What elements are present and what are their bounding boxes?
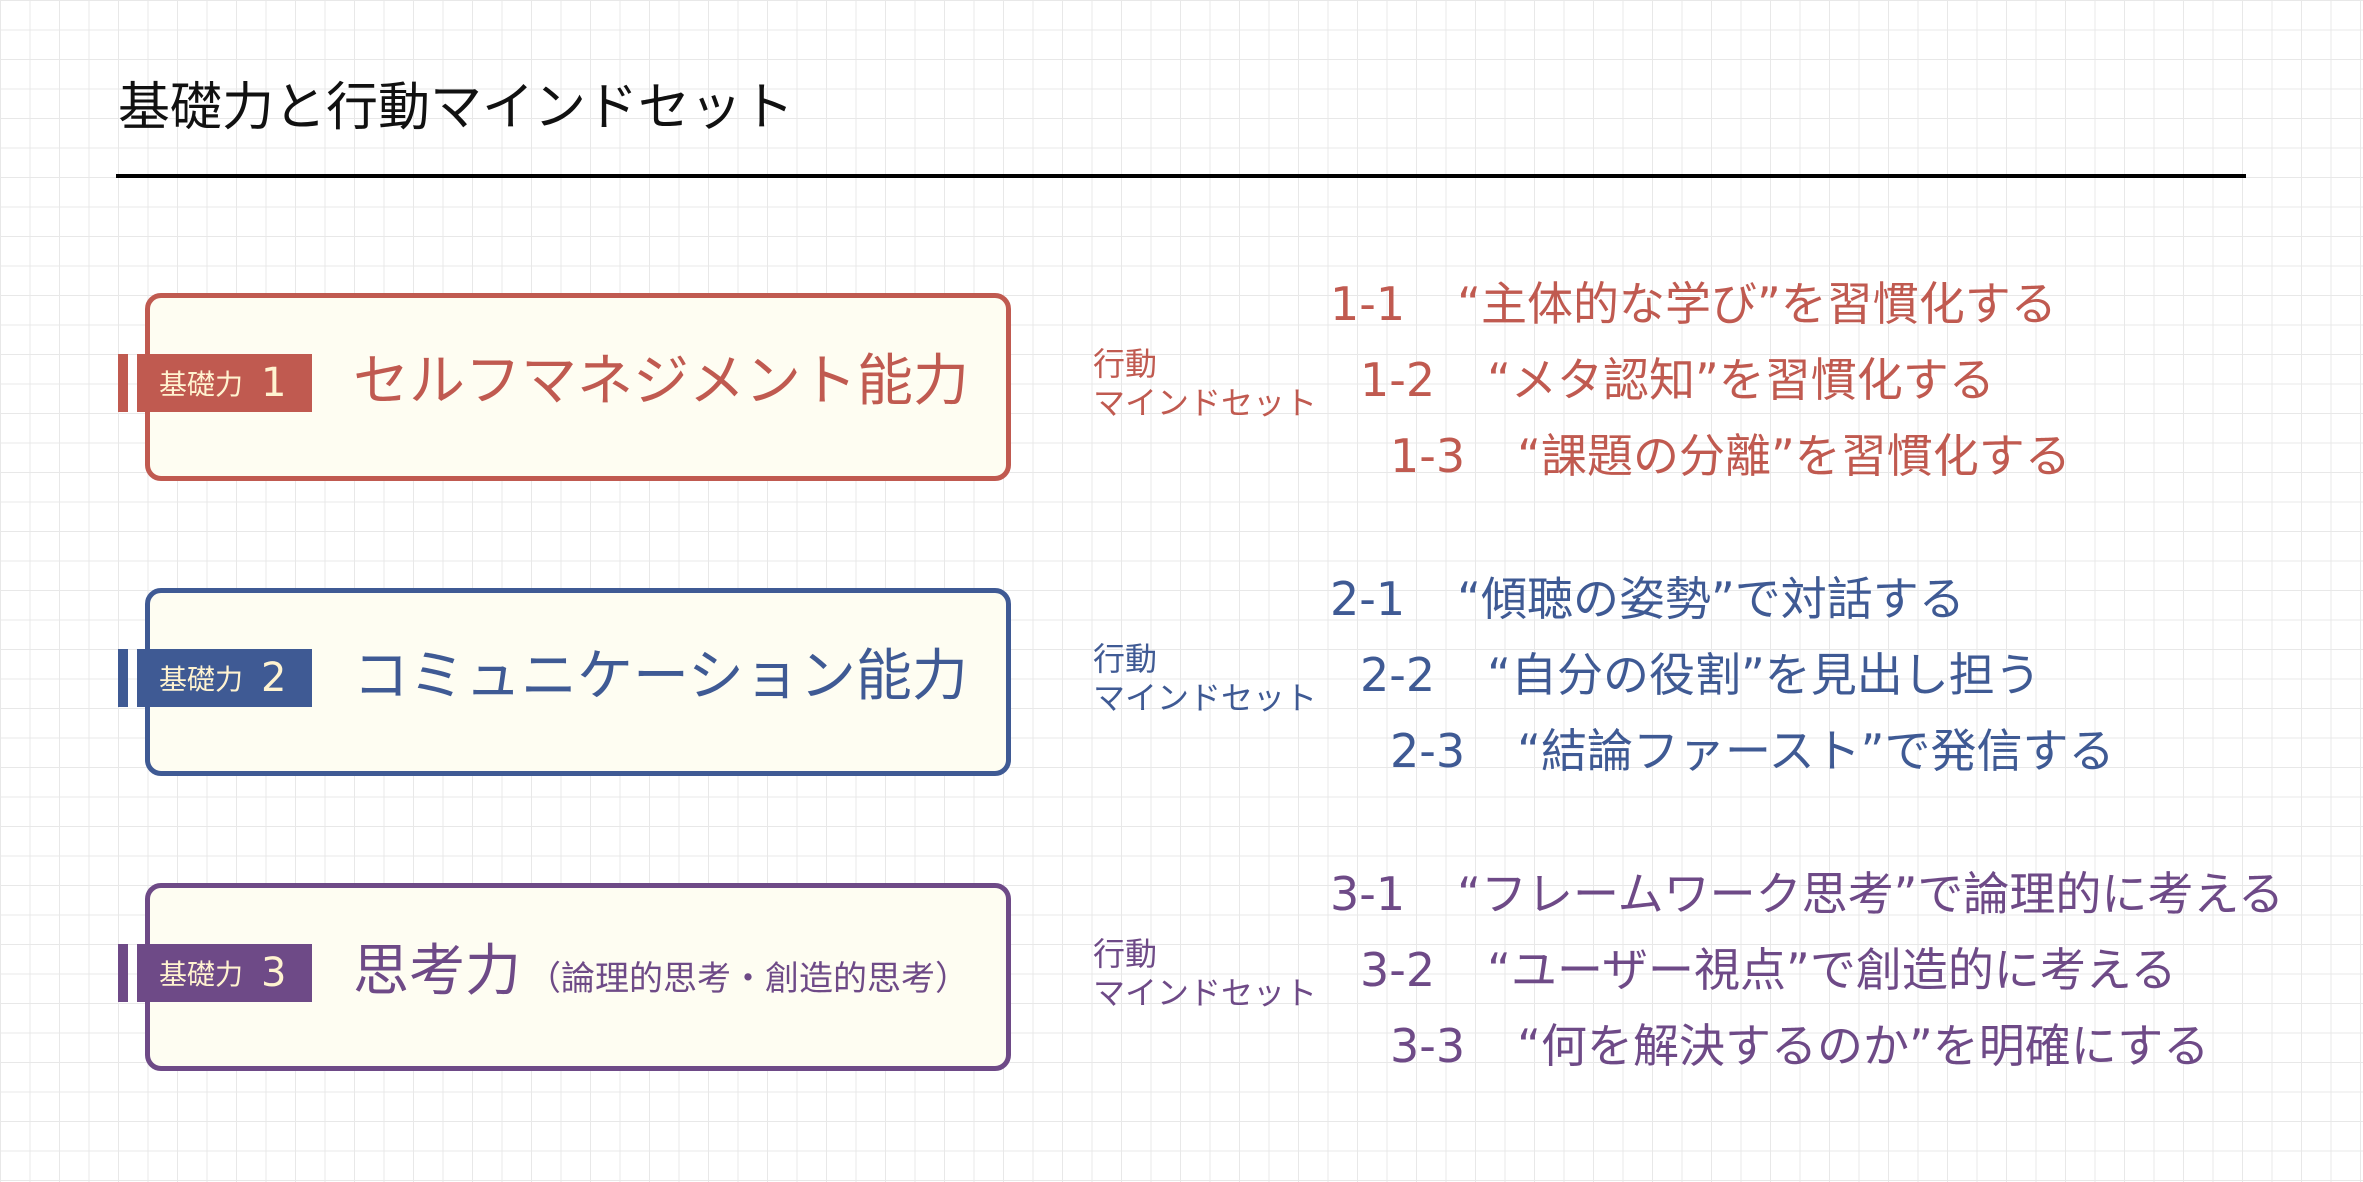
page-title: 基礎力と行動マインドセット: [118, 78, 795, 138]
mindset-text: “傾聴の姿勢”で対話する: [1457, 572, 1965, 626]
ability-badge-3: 基礎力 3: [137, 944, 312, 1002]
mindset-text: “メタ認知”を習慣化する: [1487, 353, 1995, 407]
badge-accent-bar-1: [118, 354, 128, 412]
mindset-label-line1: 行動: [1093, 345, 1158, 383]
mindset-number: 3-2: [1360, 943, 1436, 997]
ability-title-sub: （論理的思考・創造的思考）: [527, 959, 969, 999]
mindset-label-line2: マインドセット: [1093, 384, 1318, 423]
mindset-number: 1-3: [1390, 429, 1466, 483]
badge-label: 基礎力: [159, 663, 244, 696]
ability-title-2: コミュニケーション能力: [353, 646, 974, 708]
mindset-number: 1-2: [1360, 353, 1436, 407]
mindset-number: 1-1: [1330, 277, 1406, 331]
mindset-text: “ユーザー視点”で創造的に考える: [1487, 943, 2177, 997]
mindset-item-2-3: 2-3“結論ファースト”で発信する: [1390, 728, 2115, 774]
mindset-item-1-1: 1-1“主体的な学び”を習慣化する: [1330, 281, 2057, 327]
mindset-text: “課題の分離”を習慣化する: [1517, 429, 2071, 483]
mindset-item-2-2: 2-2“自分の役割”を見出し担う: [1360, 652, 2041, 698]
mindset-text: “主体的な学び”を習慣化する: [1457, 277, 2057, 331]
mindset-text: “結論ファースト”で発信する: [1517, 724, 2115, 778]
ability-title-text: 思考力: [353, 939, 521, 1004]
ability-badge-1: 基礎力 1: [137, 354, 312, 412]
ability-title-text: コミュニケーション能力: [353, 644, 968, 709]
mindset-number: 3-1: [1330, 867, 1406, 921]
mindset-number: 2-2: [1360, 648, 1436, 702]
mindset-item-3-3: 3-3“何を解決するのか”を明確にする: [1390, 1023, 2209, 1069]
ability-section-2: 基礎力 2 コミュニケーション能力 行動 マインドセット 2-1“傾聴の姿勢”で…: [0, 576, 2363, 778]
ability-section-1: 基礎力 1 セルフマネジメント能力 行動 マインドセット 1-1“主体的な学び”…: [0, 281, 2363, 483]
ability-title-3: 思考力（論理的思考・創造的思考）: [353, 941, 969, 1003]
mindset-number: 3-3: [1390, 1019, 1466, 1073]
mindset-label-line1: 行動: [1093, 640, 1158, 678]
ability-badge-2: 基礎力 2: [137, 649, 312, 707]
mindset-item-3-2: 3-2“ユーザー視点”で創造的に考える: [1360, 947, 2177, 993]
badge-accent-bar-2: [118, 649, 128, 707]
mindset-label-line2: マインドセット: [1093, 974, 1318, 1013]
mindset-label-1: 行動 マインドセット: [1093, 345, 1317, 423]
badge-number: 2: [261, 655, 287, 701]
mindset-label-line1: 行動: [1093, 935, 1158, 973]
badge-accent-bar-3: [118, 944, 128, 1002]
mindset-item-1-3: 1-3“課題の分離”を習慣化する: [1390, 433, 2071, 479]
mindset-item-2-1: 2-1“傾聴の姿勢”で対話する: [1330, 576, 1965, 622]
title-divider: [116, 174, 2246, 178]
badge-number: 3: [261, 950, 287, 996]
badge-number: 1: [261, 360, 287, 406]
mindset-label-line2: マインドセット: [1093, 679, 1318, 718]
mindset-item-3-1: 3-1“フレームワーク思考”で論理的に考える: [1330, 871, 2284, 917]
badge-label: 基礎力: [159, 368, 244, 401]
mindset-text: “自分の役割”を見出し担う: [1487, 648, 2041, 702]
ability-title-1: セルフマネジメント能力: [353, 351, 975, 413]
mindset-text: “フレームワーク思考”で論理的に考える: [1457, 867, 2285, 921]
badge-label: 基礎力: [159, 958, 244, 991]
mindset-number: 2-1: [1330, 572, 1406, 626]
mindset-label-3: 行動 マインドセット: [1093, 935, 1317, 1013]
mindset-label-2: 行動 マインドセット: [1093, 640, 1317, 718]
ability-title-text: セルフマネジメント能力: [353, 349, 969, 414]
mindset-item-1-2: 1-2“メタ認知”を習慣化する: [1360, 357, 1995, 403]
ability-section-3: 基礎力 3 思考力（論理的思考・創造的思考） 行動 マインドセット 3-1“フレ…: [0, 871, 2363, 1073]
mindset-text: “何を解決するのか”を明確にする: [1517, 1019, 2210, 1073]
mindset-number: 2-3: [1390, 724, 1466, 778]
